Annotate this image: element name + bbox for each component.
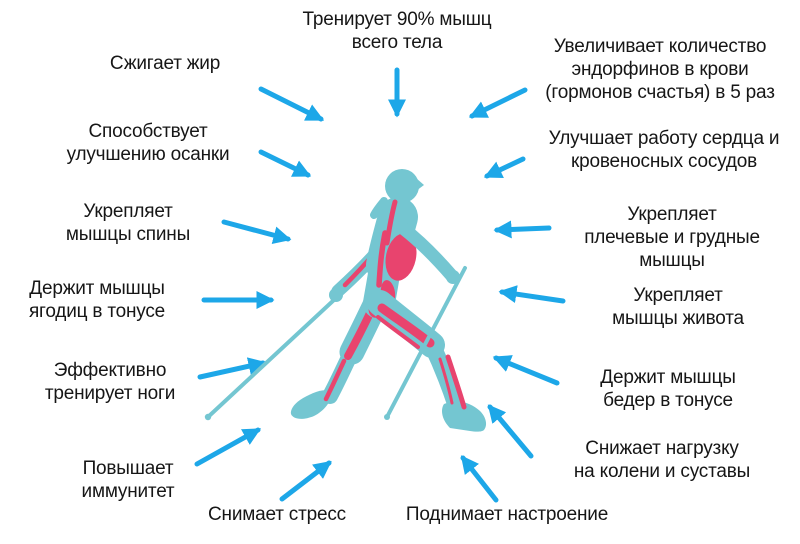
right-hand — [446, 270, 460, 284]
benefit-label-back-muscles: Укрепляет мышцы спины — [65, 201, 191, 245]
right-pole-tip — [384, 414, 390, 420]
ponytail — [370, 197, 388, 219]
right-pole — [385, 266, 467, 419]
benefit-label-heart-vessels: Улучшает работу сердца и кровеносных сос… — [548, 128, 780, 172]
nose — [416, 178, 424, 191]
back-thigh-muscle — [344, 307, 375, 360]
arrow-back-muscles — [221, 219, 292, 244]
back-calf-muscle — [323, 358, 347, 402]
arrow-mood-boost — [460, 455, 499, 503]
head — [385, 169, 419, 203]
arrow-knees-joints — [487, 404, 534, 459]
back-calf — [322, 347, 358, 404]
front-shoe — [442, 401, 487, 432]
arrow-immunity — [194, 427, 262, 467]
benefit-label-thighs-tone: Держит мышцы бедер в тонусе — [600, 367, 736, 411]
arrow-trains-legs — [197, 357, 267, 380]
benefit-label-knees-joints: Снижает нагрузку на колени и суставы — [573, 438, 751, 482]
benefit-label-endorphins: Увеличивает количество эндорфинов в кров… — [545, 36, 775, 103]
benefit-label-stress-relief: Снимает стресс — [208, 504, 346, 525]
left-pole-tip — [204, 413, 212, 421]
arrow-posture — [258, 149, 312, 178]
benefit-label-trains-legs: Эффективно тренирует ноги — [44, 360, 176, 404]
arrow-heart-vessels — [483, 156, 526, 179]
arrow-endorphins — [468, 87, 528, 119]
left-hand — [329, 288, 343, 302]
right-arm — [397, 222, 459, 283]
benefit-label-immunity: Повышает иммунитет — [81, 458, 175, 502]
front-shin-muscle — [445, 354, 467, 410]
arrow-thighs-tone — [492, 355, 560, 386]
front-thigh-muscle-2 — [376, 315, 420, 349]
shoulder-muscle — [385, 233, 417, 281]
arrow-burns-fat — [258, 86, 325, 122]
neck — [389, 195, 406, 223]
nordic-walking-person — [204, 169, 487, 432]
benefit-label-mood-boost: Поднимает настроение — [405, 504, 609, 525]
back-shoe — [290, 390, 333, 419]
benefit-label-posture: Способствует улучшению осанки — [66, 121, 230, 165]
benefit-label-shoulder-chest-muscles: Укрепляет плечевые и грудные мышцы — [584, 204, 760, 271]
arrow-shoulder-chest — [493, 220, 552, 239]
arrow-abdominal-muscles — [498, 285, 566, 304]
spine-muscle — [376, 230, 388, 288]
benefit-label-glutes-tone: Держит мышцы ягодиц в тонусе — [28, 278, 166, 322]
benefit-label-abdominal-muscles: Укрепляет мышцы живота — [612, 285, 744, 329]
arrow-stress-relief — [279, 460, 332, 502]
benefit-label-burns-fat: Сжигает жир — [109, 53, 221, 74]
front-shin-muscle-2 — [438, 357, 454, 405]
benefit-label-trains-90-percent: Тренирует 90% мышц всего тела — [302, 9, 492, 53]
trapezius-muscle — [384, 199, 398, 246]
left-pole — [206, 284, 351, 419]
